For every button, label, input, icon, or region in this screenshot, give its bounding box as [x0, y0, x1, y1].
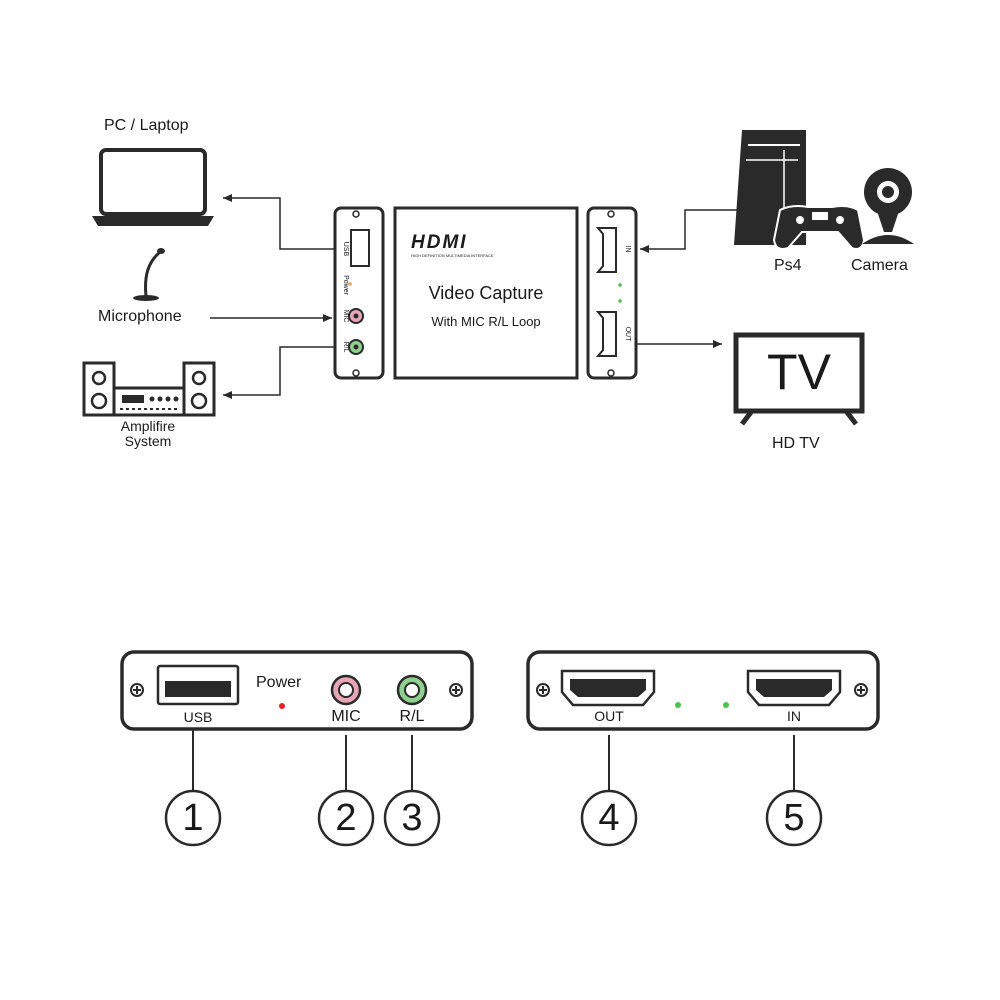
pc-laptop-label: PC / Laptop: [104, 117, 189, 134]
side-panel-left: [333, 206, 385, 380]
amplifier-label-line2: System: [124, 433, 172, 449]
callout-2: 2: [335, 797, 357, 839]
hdmi-tagline: HIGH DEFINITION MULTIMEDIA INTERFACE: [411, 253, 494, 258]
usb-port-label: USB: [183, 709, 213, 725]
tv-icon: [733, 332, 865, 426]
hdtv-label: HD TV: [772, 435, 820, 452]
amplifier-label: Amplifire System: [108, 419, 188, 449]
mic-port-label: MIC: [331, 708, 361, 725]
microphone-icon: [133, 248, 165, 301]
side-usb-label: USB: [342, 242, 349, 257]
side-rl-label: R/L: [342, 342, 349, 353]
side-panel-right: [586, 206, 638, 380]
front-panel-left: [120, 650, 474, 731]
callout-1: 1: [182, 797, 204, 839]
callout-3: 3: [401, 797, 423, 839]
side-power-label: Power: [342, 275, 349, 296]
camera-label: Camera: [851, 257, 908, 274]
connection-lines: [210, 194, 740, 399]
power-label: Power: [256, 674, 302, 691]
capture-subtitle: With MIC R/L Loop: [431, 314, 541, 329]
callout-5: 5: [783, 797, 805, 839]
microphone-label: Microphone: [98, 308, 182, 325]
capture-unit: [393, 206, 579, 380]
side-out-label: OUT: [624, 327, 631, 343]
out-port-label: OUT: [594, 708, 624, 724]
capture-title: Video Capture: [428, 283, 544, 303]
tv-screen-label: TV: [767, 344, 831, 400]
ps4-label: Ps4: [774, 257, 802, 274]
controller-icon: [772, 205, 866, 250]
rl-port-label: R/L: [399, 708, 425, 725]
in-port-label: IN: [787, 708, 801, 724]
front-panel-right: [526, 650, 880, 731]
callout-4: 4: [598, 797, 620, 839]
laptop-icon: [92, 148, 214, 226]
side-in-label: IN: [624, 246, 631, 253]
hdmi-logo: HDMI: [411, 232, 468, 253]
amplifier-label-line1: Amplifire: [120, 418, 176, 434]
amplifier-icon: [82, 361, 216, 417]
callout-lines: [192, 729, 795, 790]
side-mic-label: MIC: [342, 310, 349, 323]
camera-icon: [862, 168, 914, 244]
callout-circles: [164, 789, 823, 847]
